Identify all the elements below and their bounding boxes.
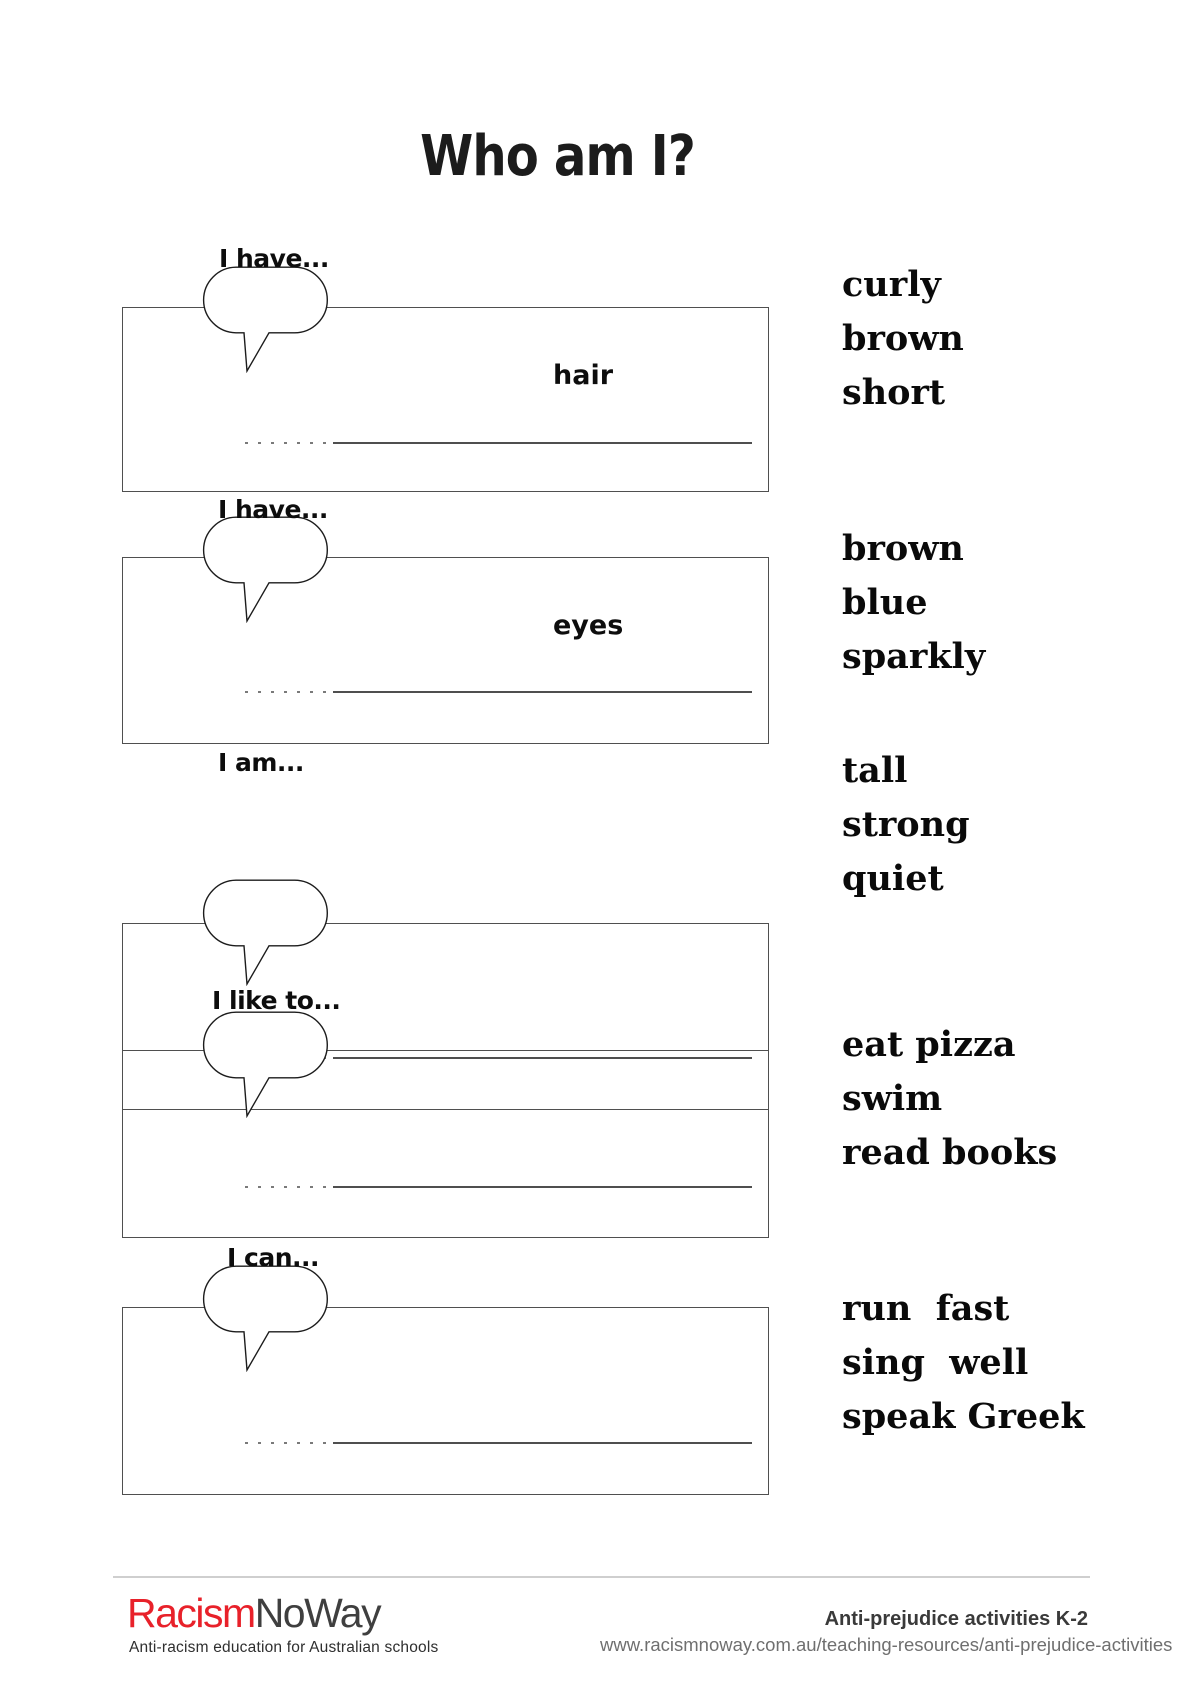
- word-list-i-like-to: eat pizza swim read books: [842, 1018, 1057, 1180]
- footer-divider: [113, 1576, 1090, 1578]
- word-option: brown: [842, 528, 964, 569]
- word-list-i-can: run fast sing well speak Greek: [842, 1282, 1085, 1444]
- speech-bubble-icon: [202, 879, 329, 986]
- i-am-box: [122, 923, 769, 1110]
- prompt-i-am: I am...: [218, 748, 304, 777]
- word-option: strong: [842, 804, 970, 845]
- word-option: sparkly: [842, 636, 986, 677]
- writing-line: [333, 1057, 752, 1059]
- word-option: eat pizza: [842, 1024, 1016, 1065]
- writing-line-dotted: [245, 1442, 327, 1444]
- i-like-to-box: [122, 1050, 769, 1238]
- brand-tagline: Anti-racism education for Australian sch…: [129, 1639, 439, 1656]
- brand-logo-noway: NoWay: [254, 1590, 382, 1636]
- brand-logo: RacismNoWay: [127, 1590, 382, 1637]
- keyword-hair: hair: [553, 360, 614, 391]
- word-option: short: [842, 372, 946, 413]
- footer-url: www.racismnoway.com.au/teaching-resource…: [600, 1634, 1173, 1655]
- word-option: read books: [842, 1132, 1058, 1173]
- page-title: Who am I?: [420, 124, 696, 189]
- speech-bubble-icon: [202, 266, 329, 373]
- footer-doc-title: Anti-prejudice activities K-2: [824, 1608, 1088, 1630]
- brand-logo-racism: Racism: [127, 1590, 256, 1636]
- prompt-i-have-hair: I have...: [219, 244, 329, 273]
- speech-bubble-icon: [202, 516, 329, 623]
- word-option: speak Greek: [842, 1396, 1085, 1437]
- prompt-i-have-eyes: I have...: [218, 495, 328, 524]
- word-option: swim: [842, 1078, 943, 1119]
- writing-line-dotted: [245, 442, 327, 444]
- word-list-eyes: brown blue sparkly: [842, 522, 985, 684]
- writing-line: [333, 442, 752, 444]
- word-option: quiet: [842, 858, 944, 899]
- word-list-i-am: tall strong quiet: [842, 744, 970, 906]
- word-option: curly: [842, 264, 941, 305]
- writing-line-dotted: [245, 1186, 327, 1188]
- writing-line: [333, 1442, 752, 1444]
- writing-line-dotted: [245, 691, 327, 693]
- word-option: blue: [842, 582, 928, 623]
- word-option: brown: [842, 318, 964, 359]
- eyes-box: [122, 557, 769, 744]
- writing-line: [333, 1186, 752, 1188]
- writing-line: [333, 691, 752, 693]
- word-option: tall: [842, 750, 908, 791]
- word-option: sing well: [842, 1342, 1029, 1383]
- word-option: run fast: [842, 1288, 1010, 1329]
- hair-box: [122, 307, 769, 492]
- keyword-eyes: eyes: [553, 610, 624, 641]
- prompt-i-can: I can...: [227, 1243, 319, 1272]
- speech-bubble-icon: [202, 1265, 329, 1372]
- i-can-box: [122, 1307, 769, 1495]
- word-list-hair: curly brown short: [842, 258, 964, 420]
- prompt-i-like-to: I like to...: [212, 986, 341, 1015]
- speech-bubble-icon: [202, 1011, 329, 1118]
